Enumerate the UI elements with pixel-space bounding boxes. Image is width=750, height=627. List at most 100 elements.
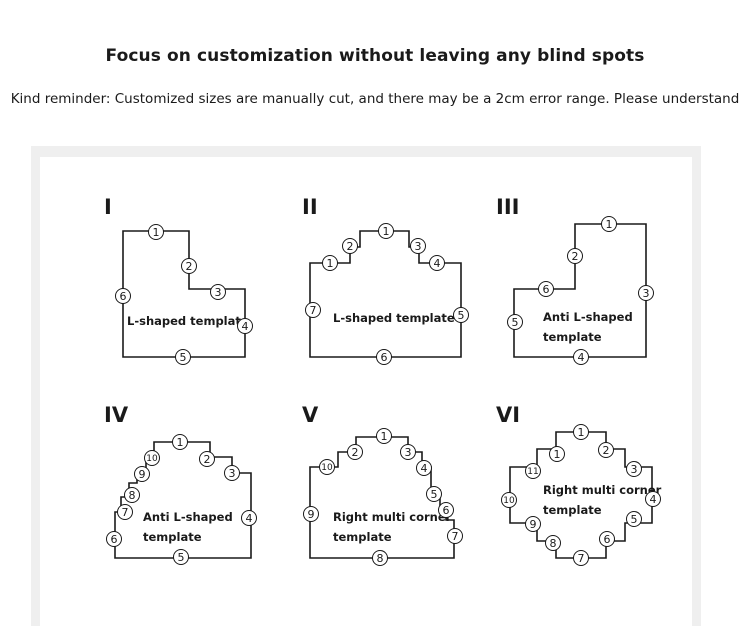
svg-text:9: 9 bbox=[139, 468, 146, 481]
edge-marker: 8 bbox=[545, 535, 561, 551]
edge-marker: 2 bbox=[347, 444, 363, 460]
edge-marker: 3 bbox=[210, 284, 226, 300]
edge-marker: 7 bbox=[305, 302, 321, 318]
svg-text:1: 1 bbox=[554, 448, 561, 461]
svg-text:1: 1 bbox=[153, 226, 160, 239]
edge-marker: 6 bbox=[438, 502, 454, 518]
edge-marker: 4 bbox=[237, 318, 253, 334]
edge-markers: 1 1 2 3 4 5 6 7 8 9 10 11 bbox=[501, 424, 661, 566]
edge-marker: 2 bbox=[598, 442, 614, 458]
template-outline bbox=[513, 223, 647, 358]
template-label-line: L-shaped template bbox=[333, 311, 455, 325]
svg-text:5: 5 bbox=[631, 513, 638, 526]
svg-text:2: 2 bbox=[572, 250, 579, 263]
kind-reminder: Kind reminder: Customized sizes are manu… bbox=[10, 91, 740, 107]
template-label-line: Anti L-shaped bbox=[143, 510, 233, 524]
edge-marker: 3 bbox=[400, 444, 416, 460]
svg-text:3: 3 bbox=[643, 287, 650, 300]
svg-text:6: 6 bbox=[443, 504, 450, 517]
svg-text:10: 10 bbox=[321, 463, 333, 473]
svg-text:3: 3 bbox=[215, 286, 222, 299]
template-label-line: Right multi corner bbox=[543, 483, 662, 497]
svg-text:7: 7 bbox=[578, 552, 585, 565]
template-4: IV Anti L-shaped template 1 2 3 4 5 6 7 … bbox=[104, 403, 257, 565]
edge-marker: 8 bbox=[124, 487, 140, 503]
svg-text:4: 4 bbox=[421, 462, 428, 475]
edge-marker: 5 bbox=[626, 511, 642, 527]
svg-text:6: 6 bbox=[381, 351, 388, 364]
template-label-line: template bbox=[543, 330, 602, 344]
template-outline bbox=[122, 230, 246, 358]
template-label-line: Anti L-shaped bbox=[543, 310, 633, 324]
svg-text:9: 9 bbox=[308, 508, 315, 521]
svg-text:5: 5 bbox=[178, 551, 185, 564]
edge-marker: 6 bbox=[599, 531, 615, 547]
svg-text:7: 7 bbox=[122, 506, 129, 519]
page-title: Focus on customization without leaving a… bbox=[105, 46, 645, 66]
template-1: I L-shaped template 1 2 3 4 5 6 bbox=[104, 195, 253, 365]
svg-text:1: 1 bbox=[177, 436, 184, 449]
edge-marker: 6 bbox=[376, 349, 392, 365]
svg-text:2: 2 bbox=[204, 453, 211, 466]
edge-marker: 9 bbox=[134, 466, 150, 482]
svg-text:1: 1 bbox=[606, 218, 613, 231]
template-3: III Anti L-shaped template 1 2 3 4 5 6 bbox=[496, 195, 654, 365]
edge-marker: 5 bbox=[175, 349, 191, 365]
template-label-line: template bbox=[333, 530, 392, 544]
edge-marker: 4 bbox=[645, 491, 661, 507]
svg-text:5: 5 bbox=[431, 488, 438, 501]
edge-marker: 11 bbox=[525, 463, 541, 479]
svg-text:10: 10 bbox=[503, 496, 515, 506]
edge-marker: 4 bbox=[416, 460, 432, 476]
svg-text:1: 1 bbox=[327, 257, 334, 270]
svg-text:4: 4 bbox=[242, 320, 249, 333]
svg-text:10: 10 bbox=[146, 454, 158, 464]
svg-text:2: 2 bbox=[186, 260, 193, 273]
edge-marker: 5 bbox=[426, 486, 442, 502]
template-label-line: template bbox=[543, 503, 602, 517]
svg-text:2: 2 bbox=[352, 446, 359, 459]
edge-marker: 5 bbox=[173, 549, 189, 565]
edge-markers: 1 2 3 4 5 6 bbox=[115, 224, 253, 365]
edge-marker: 2 bbox=[181, 258, 197, 274]
edge-marker: 3 bbox=[410, 238, 426, 254]
svg-text:7: 7 bbox=[452, 530, 459, 543]
edge-marker: 9 bbox=[303, 506, 319, 522]
svg-text:3: 3 bbox=[405, 446, 412, 459]
template-numeral: IV bbox=[104, 403, 129, 427]
edge-marker: 4 bbox=[241, 510, 257, 526]
edge-marker: 1 bbox=[376, 428, 392, 444]
edge-marker: 8 bbox=[372, 550, 388, 566]
template-5: V Right multi corner template 1 2 3 4 5 … bbox=[302, 403, 463, 566]
template-6: VI Right multi corner template 1 1 2 3 4… bbox=[496, 403, 662, 566]
template-outline bbox=[309, 230, 462, 358]
edge-marker: 10 bbox=[319, 459, 335, 475]
template-numeral: VI bbox=[496, 403, 520, 427]
svg-text:7: 7 bbox=[310, 304, 317, 317]
svg-text:6: 6 bbox=[543, 283, 550, 296]
edge-marker: 10 bbox=[501, 492, 517, 508]
edge-markers: 1 2 3 4 5 6 bbox=[507, 216, 654, 365]
svg-text:8: 8 bbox=[550, 537, 557, 550]
edge-marker: 4 bbox=[573, 349, 589, 365]
svg-text:8: 8 bbox=[129, 489, 136, 502]
edge-marker: 3 bbox=[638, 285, 654, 301]
svg-text:1: 1 bbox=[381, 430, 388, 443]
svg-text:5: 5 bbox=[458, 309, 465, 322]
edge-marker: 1 bbox=[378, 223, 394, 239]
edge-marker: 2 bbox=[199, 451, 215, 467]
template-label-line: Right multi corner bbox=[333, 510, 452, 524]
svg-text:5: 5 bbox=[512, 316, 519, 329]
edge-marker: 1 bbox=[148, 224, 164, 240]
svg-text:9: 9 bbox=[530, 518, 537, 531]
svg-text:3: 3 bbox=[415, 240, 422, 253]
edge-marker: 1 bbox=[172, 434, 188, 450]
template-diagrams: I L-shaped template 1 2 3 4 5 6 II L-sha… bbox=[104, 195, 662, 566]
template-numeral: III bbox=[496, 195, 519, 219]
svg-text:3: 3 bbox=[229, 467, 236, 480]
edge-marker: 9 bbox=[525, 516, 541, 532]
svg-text:6: 6 bbox=[111, 533, 118, 546]
template-numeral: V bbox=[302, 403, 319, 427]
template-2: II L-shaped template 1 2 1 3 4 5 6 7 bbox=[302, 195, 469, 365]
template-frame bbox=[31, 146, 701, 627]
